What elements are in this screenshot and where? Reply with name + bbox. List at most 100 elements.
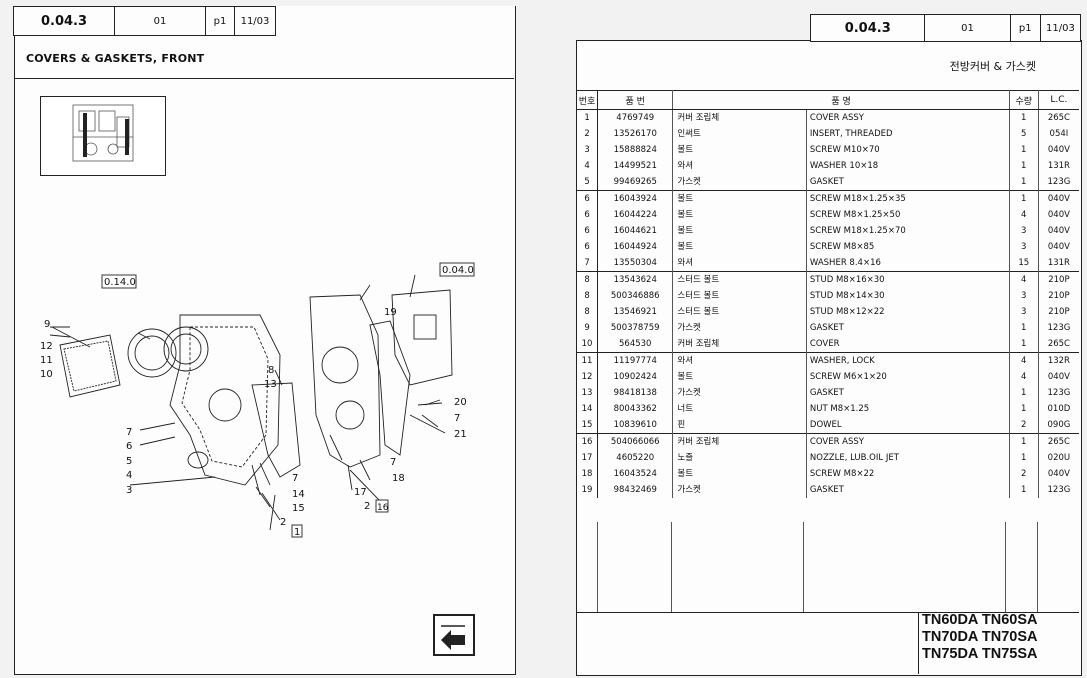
location-code: 040V xyxy=(1047,372,1070,382)
row-number: 16 xyxy=(577,433,599,450)
revision: 01 xyxy=(114,6,206,36)
english-name: SCREW M6×1×20 xyxy=(806,369,1010,385)
col-no: 번호 xyxy=(577,90,599,110)
part-number: 14499521 xyxy=(597,158,674,174)
col-part-no: 품 번 xyxy=(597,90,674,110)
part-number: 504066066 xyxy=(597,433,674,450)
part-number: 10839610 xyxy=(597,417,674,434)
row-number: 1 xyxy=(577,109,599,126)
english-name: NUT M8×1.25 xyxy=(806,401,1010,417)
part-number: 500346886 xyxy=(597,288,674,304)
korean-name: 커버 조립체 xyxy=(672,433,807,450)
quantity: 3 xyxy=(1009,239,1039,255)
callout-number: 2 xyxy=(280,517,286,528)
blank-rows xyxy=(577,522,1079,612)
back-arrow-icon[interactable] xyxy=(433,614,475,656)
callout-number: 14 xyxy=(292,489,305,500)
row-number: 12 xyxy=(577,369,599,385)
location-code: 020U xyxy=(1047,453,1071,463)
left-title-row: COVERS & GASKETS, FRONT xyxy=(14,36,514,79)
part-number: 16043524 xyxy=(597,466,674,482)
quantity: 4 xyxy=(1009,369,1039,385)
row-number: 17 xyxy=(577,450,599,466)
english-name: STUD M8×14×30 xyxy=(806,288,1010,304)
location-code: 010D xyxy=(1047,404,1071,414)
ref-label: 0.14.0 xyxy=(104,277,136,288)
korean-name: 와셔 xyxy=(672,158,807,174)
part-number: 13526170 xyxy=(597,126,674,142)
korean-name: 와셔 xyxy=(672,352,807,369)
model-line: TN75DA TN75SA xyxy=(922,646,1038,662)
part-number: 11197774 xyxy=(597,352,674,369)
location-code: 123G xyxy=(1047,177,1071,187)
col-name: 품 명 xyxy=(672,90,1010,110)
korean-name: 가스켓 xyxy=(672,482,807,498)
revision: 01 xyxy=(924,14,1011,42)
part-number: 16043924 xyxy=(597,190,674,207)
quantity: 1 xyxy=(1009,482,1039,498)
korean-name: 볼트 xyxy=(672,466,807,482)
english-name: GASKET xyxy=(806,385,1010,401)
callout-number: 6 xyxy=(126,441,132,452)
callout-number: 5 xyxy=(126,456,132,467)
table-header-row: 번호 품 번 품 명 수량 L.C. xyxy=(577,90,1079,110)
english-name: SCREW M18×1.25×70 xyxy=(806,223,1010,239)
callout-number: 7 xyxy=(292,473,298,484)
col-qty: 수량 xyxy=(1009,90,1039,110)
quantity: 1 xyxy=(1009,142,1039,158)
quantity: 3 xyxy=(1009,304,1039,320)
english-name: COVER xyxy=(806,336,1010,353)
page-title: 전방커버 & 가스켓 xyxy=(949,60,1036,73)
exploded-view-diagram: 0.14.0 0.04.0 9 12 11 10 7 6 5 4 3 8 13 … xyxy=(40,262,475,538)
quantity: 3 xyxy=(1009,288,1039,304)
callout-number: 2 xyxy=(364,501,370,512)
quantity: 1 xyxy=(1009,450,1039,466)
location-code: 040V xyxy=(1047,210,1070,220)
english-name: COVER ASSY xyxy=(806,109,1010,126)
korean-name: 볼트 xyxy=(672,190,807,207)
section-code: 0.04.3 xyxy=(13,6,115,36)
model-list: TN60DA TN60SA TN70DA TN70SA TN75DA TN75S… xyxy=(918,612,1080,674)
model-line: TN60DA TN60SA xyxy=(922,612,1038,628)
english-name: GASKET xyxy=(806,482,1010,498)
korean-name: 볼트 xyxy=(672,239,807,255)
callout-number: 13 xyxy=(264,379,277,390)
row-number: 19 xyxy=(577,482,599,498)
quantity: 1 xyxy=(1009,401,1039,417)
quantity: 5 xyxy=(1009,126,1039,142)
location-code: 054I xyxy=(1049,129,1069,139)
location-code: 040V xyxy=(1038,190,1079,207)
callout-number: 7 xyxy=(390,457,396,468)
part-number: 500378759 xyxy=(597,320,674,336)
english-name: SCREW M10×70 xyxy=(806,142,1010,158)
quantity: 1 xyxy=(1009,385,1039,401)
row-number: 15 xyxy=(577,417,599,434)
part-number: 99469265 xyxy=(597,174,674,191)
row-number: 6 xyxy=(577,207,599,223)
quantity: 1 xyxy=(1009,190,1039,207)
location-code: 265C xyxy=(1047,339,1070,349)
location-code: 210P xyxy=(1048,307,1070,317)
row-number: 8 xyxy=(577,271,599,288)
korean-name: 커버 조립체 xyxy=(672,336,807,353)
english-name: GASKET xyxy=(806,320,1010,336)
callout-number: 18 xyxy=(392,473,405,484)
location-code: 040V xyxy=(1047,145,1070,155)
part-number: 13543624 xyxy=(597,271,674,288)
row-number: 3 xyxy=(577,142,599,158)
korean-name: 가스켓 xyxy=(672,385,807,401)
section-code: 0.04.3 xyxy=(810,14,926,42)
quantity: 1 xyxy=(1009,320,1039,336)
english-name: STUD M8×12×22 xyxy=(806,304,1010,320)
callout-number: 9 xyxy=(44,319,50,330)
page-title: COVERS & GASKETS, FRONT xyxy=(26,52,205,65)
callout-number: 10 xyxy=(40,369,53,380)
